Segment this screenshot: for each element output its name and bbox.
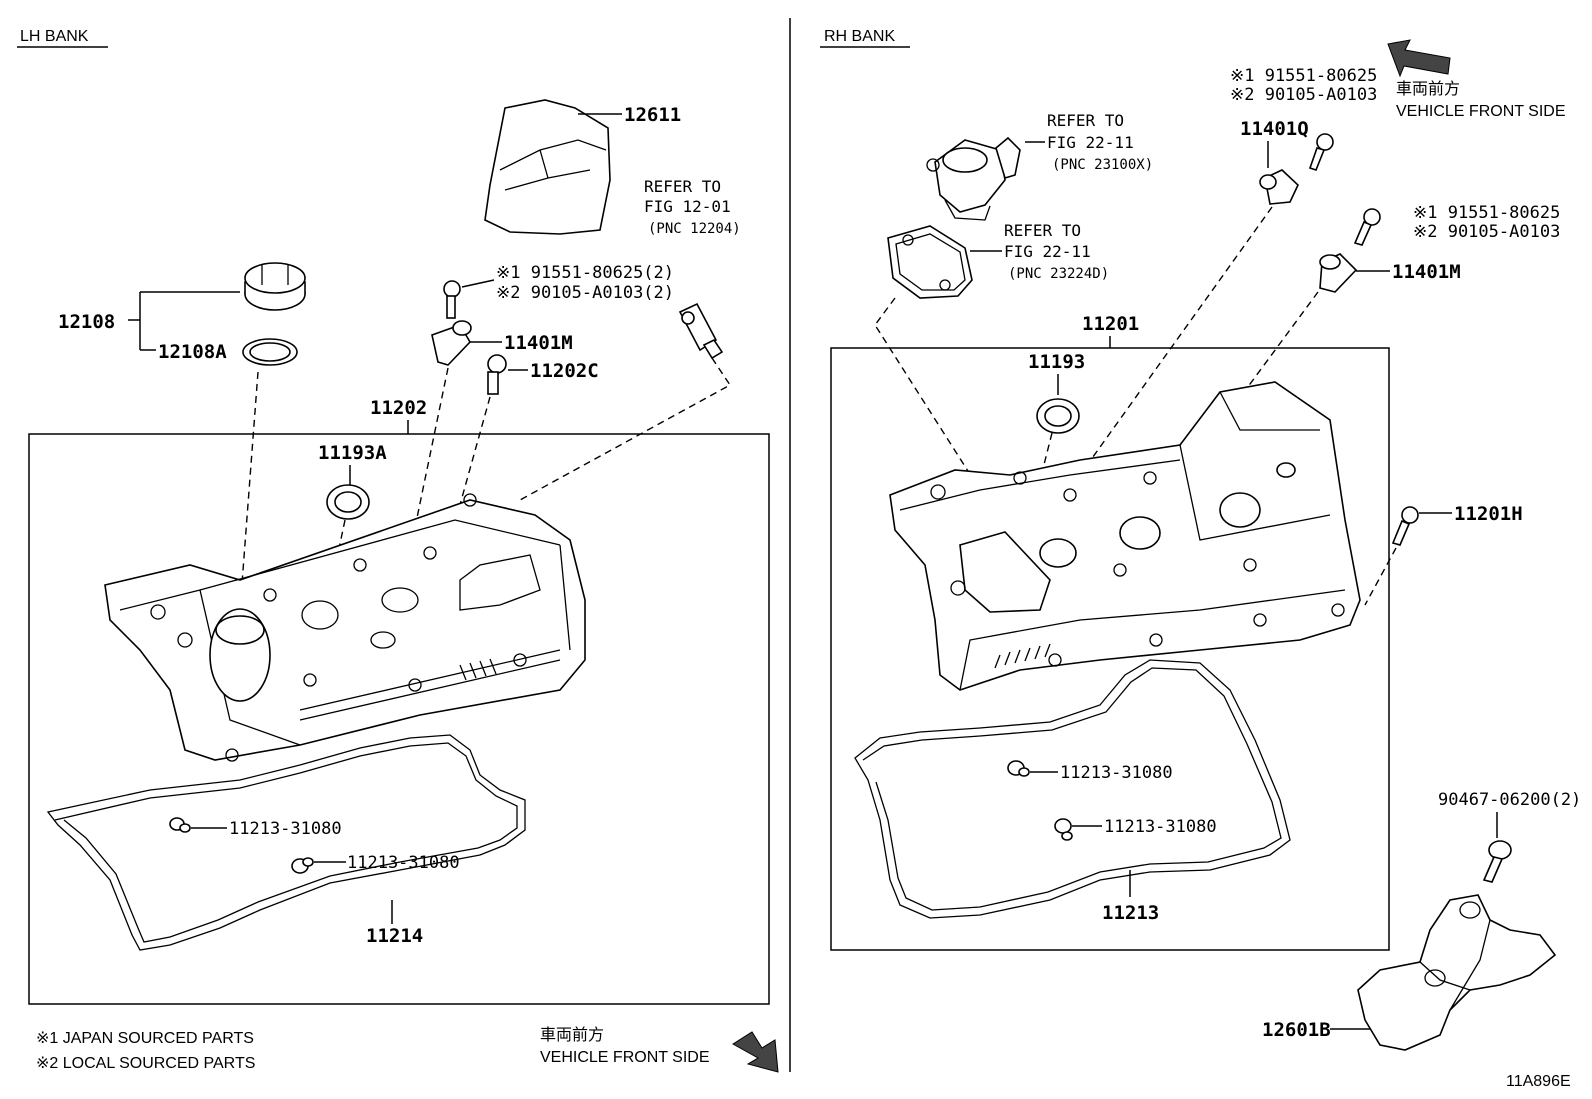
label-12611: 12611: [624, 104, 681, 126]
cylinder-head-cover-rh[interactable]: [889, 381, 1361, 691]
label-11401m-lh: 11401M: [504, 332, 573, 354]
lh-bank-frame: [28, 433, 770, 1005]
ref-a-line1: REFER TO: [644, 177, 721, 196]
ref-a-line3: (PNC 12204): [648, 221, 741, 237]
cam-sensor-11401m-lh[interactable]: [431, 320, 472, 366]
label-11213-rh-a: 11213-31080: [1060, 763, 1173, 783]
ref-b-line1: REFER TO: [1047, 111, 1124, 130]
label-12108: 12108: [58, 311, 115, 333]
plug-tube-seal-11193[interactable]: [1036, 398, 1080, 434]
bolt-icon: [443, 280, 461, 319]
head-cover-gasket-11213[interactable]: [854, 659, 1291, 919]
label-11193a: 11193A: [318, 442, 387, 464]
rh-boltm-note2: ※2 90105-A0103: [1413, 222, 1560, 242]
grommet-icon: [1054, 818, 1073, 841]
bolt-icon: [1353, 208, 1381, 246]
figure-id: 11A896E: [1506, 1073, 1571, 1090]
bolt-11201h[interactable]: [1391, 506, 1419, 546]
bolt-11202c[interactable]: [487, 354, 507, 395]
ref-c-line3: (PNC 23224D): [1008, 266, 1109, 282]
ref-c-line2: FIG 22-11: [1004, 242, 1091, 261]
sensor-12204[interactable]: [678, 302, 724, 360]
label-11214: 11214: [366, 925, 423, 947]
label-12108a: 12108A: [158, 341, 227, 363]
grommet-icon: [1007, 760, 1030, 777]
plug-tube-seal-11193a[interactable]: [326, 484, 370, 520]
vehicle-front-en-lh: VEHICLE FRONT SIDE: [540, 1049, 710, 1066]
grommet-icon: [291, 857, 314, 874]
cam-sensor-11401m-rh[interactable]: [1319, 253, 1358, 293]
label-11401m-rh: 11401M: [1392, 261, 1461, 283]
label-11213-rh: 11213: [1102, 902, 1159, 924]
label-11213-rh-b: 11213-31080: [1104, 817, 1217, 837]
lh-bolt-note1: ※1 91551-80625(2): [496, 263, 674, 283]
label-11193: 11193: [1028, 351, 1085, 373]
label-11213-lh-b: 11213-31080: [347, 853, 460, 873]
clip-90467[interactable]: [1482, 840, 1512, 883]
engine-cover-12611[interactable]: [484, 99, 611, 235]
vehicle-front-jp-lh: 車両前方: [540, 1025, 604, 1044]
front-arrow-icon: [1387, 39, 1451, 78]
rh-bank-title: RH BANK: [824, 28, 895, 45]
gasket-23224d[interactable]: [887, 225, 973, 299]
label-11201h: 11201H: [1454, 503, 1523, 525]
label-12601b: 12601B: [1262, 1019, 1331, 1041]
label-11201: 11201: [1082, 313, 1139, 335]
label-90467: 90467-06200(2): [1438, 790, 1581, 810]
label-11401q: 11401Q: [1240, 118, 1309, 140]
cam-sensor-11401q[interactable]: [1259, 169, 1299, 205]
rh-bank-frame: [830, 347, 1390, 951]
ref-b-line3: (PNC 23100X): [1052, 157, 1153, 173]
label-11202c: 11202C: [530, 360, 599, 382]
cylinder-head-cover-lh[interactable]: [104, 493, 586, 762]
oil-filler-gasket-12108a[interactable]: [242, 338, 298, 366]
note-japan-sourced: ※1 JAPAN SOURCED PARTS: [36, 1030, 254, 1047]
ref-c-line1: REFER TO: [1004, 221, 1081, 240]
ref-b-line2: FIG 22-11: [1047, 133, 1134, 152]
bracket-12601b[interactable]: [1357, 894, 1557, 1051]
label-11202: 11202: [370, 397, 427, 419]
bolt-icon: [1308, 133, 1334, 171]
head-cover-gasket-11214[interactable]: [46, 734, 526, 951]
rh-boltq-note1: ※1 91551-80625: [1230, 66, 1377, 86]
vsv-23100x[interactable]: [926, 136, 1021, 221]
vehicle-front-en-rh: VEHICLE FRONT SIDE: [1396, 103, 1566, 120]
note-local-sourced: ※2 LOCAL SOURCED PARTS: [36, 1055, 255, 1072]
front-arrow-icon: [732, 1031, 779, 1073]
vehicle-front-jp-rh: 車両前方: [1396, 79, 1460, 98]
lh-bank-title: LH BANK: [20, 28, 89, 45]
rh-boltq-note2: ※2 90105-A0103: [1230, 85, 1377, 105]
label-11213-lh-a: 11213-31080: [229, 819, 342, 839]
rh-boltm-note1: ※1 91551-80625: [1413, 203, 1560, 223]
lh-bolt-note2: ※2 90105-A0103(2): [496, 283, 674, 303]
oil-filler-cap-12108[interactable]: [244, 262, 306, 311]
ref-a-line2: FIG 12-01: [644, 197, 731, 216]
grommet-icon: [169, 817, 191, 833]
